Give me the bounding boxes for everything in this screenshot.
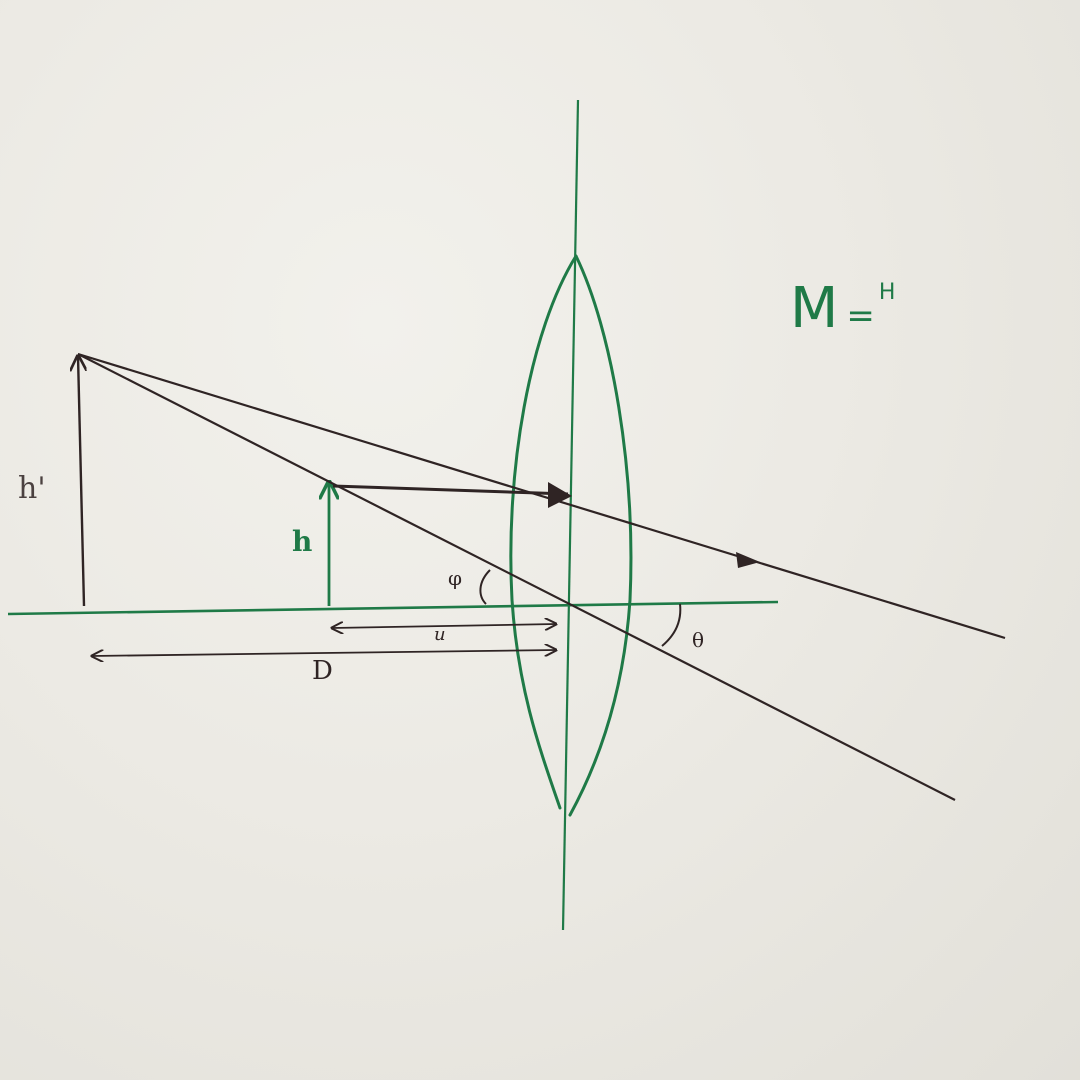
angle-phi-arc (479, 569, 491, 605)
image-distance-label: D (312, 656, 333, 686)
object-height-label: h (292, 525, 313, 558)
magnification-formula: M=H (790, 276, 895, 341)
convex-lens (509, 254, 633, 817)
ray-parallel-virtual (77, 352, 1006, 640)
object-distance-label: u (434, 624, 446, 645)
distance-u-line (332, 624, 556, 628)
ray-through-center (77, 353, 956, 801)
ray-object-parallel (332, 484, 569, 496)
optical-axis (7, 600, 779, 616)
formula-equals: = (846, 296, 875, 336)
image-arrow (78, 356, 84, 607)
lens-center-line (561, 99, 580, 931)
ray-arrowhead-lens (548, 482, 572, 508)
image-height-label: h' (18, 471, 46, 506)
formula-rhs: H (878, 280, 896, 305)
formula-lhs: M (790, 276, 841, 341)
distance-d-line (92, 650, 556, 656)
ray-arrowhead-right (736, 552, 760, 568)
angle-theta-arc (661, 603, 682, 647)
object-angle-label: φ (448, 566, 463, 590)
image-angle-label: θ (692, 628, 705, 652)
